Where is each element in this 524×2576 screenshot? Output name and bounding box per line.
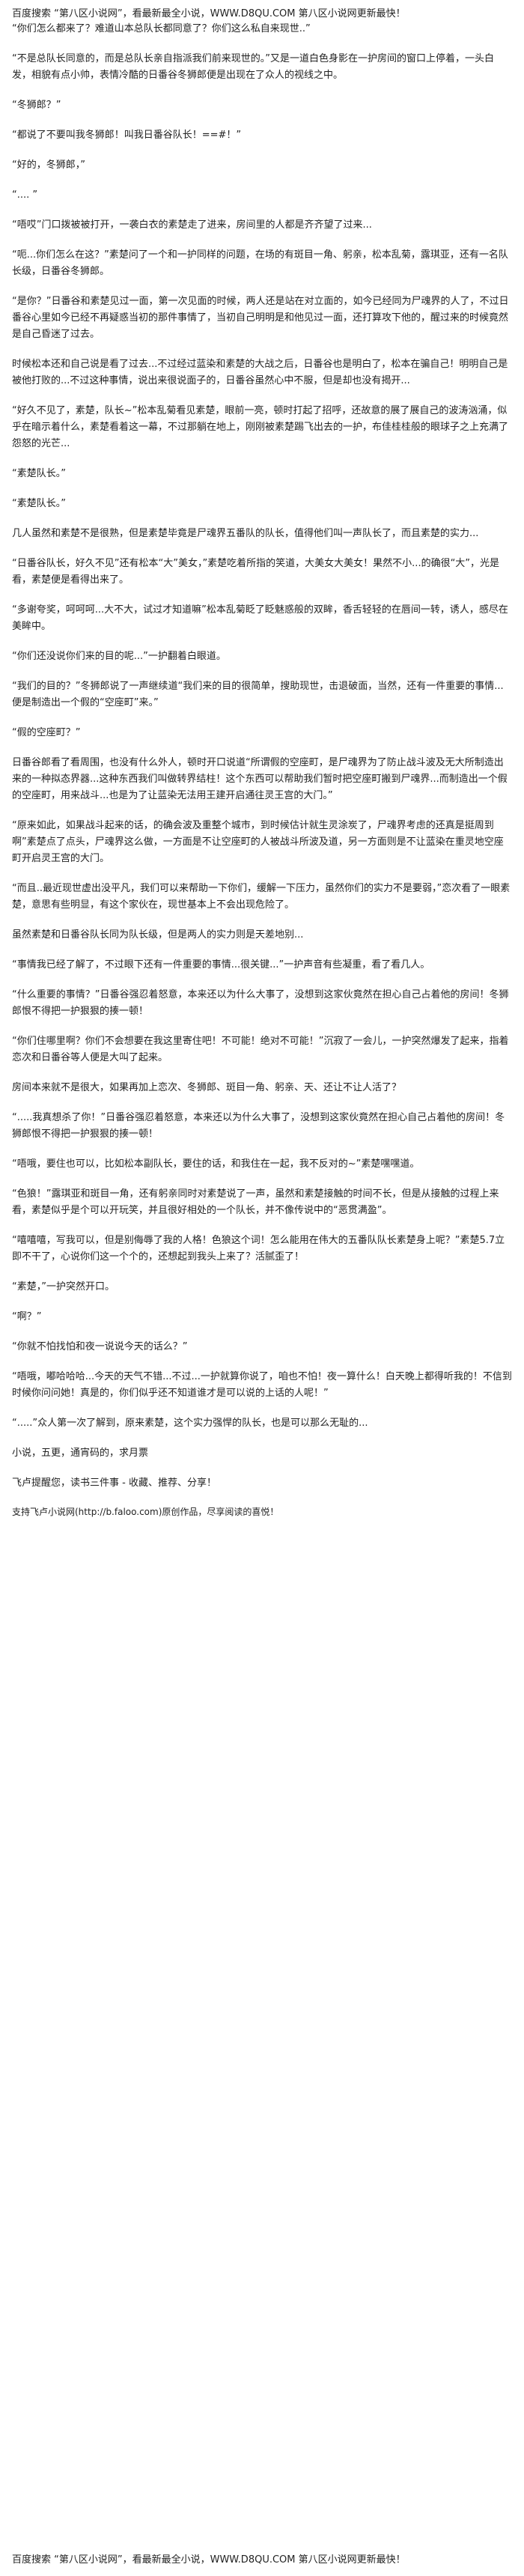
story-paragraph: 虽然素楚和日番谷队长同为队长级，但是两人的实力则是天差地别... bbox=[12, 929, 304, 941]
story-paragraph: 日番谷郎看了看周围，也没有什么外人，顿时开口说道“所谓假的空座町，是尸魂界为了防… bbox=[12, 757, 508, 801]
story-paragraph: 房间本来就不是很大，如果再加上恋次、冬狮郎、斑目一角、躬亲、天、还让不让人活了？ bbox=[12, 1082, 402, 1093]
story-paragraph: “好的，冬狮郎，” bbox=[12, 160, 85, 171]
story-paragraph: “好久不见了，素楚，队长~”松本乱菊看见素楚，眼前一亮，顿时打起了招呼，还故意的… bbox=[12, 405, 509, 449]
reading-reminder: 飞卢提醒您，读书三件事 - 收藏、推荐、分享！ bbox=[12, 1477, 216, 1489]
story-paragraph: “是你？”日番谷和素楚见过一面，第一次见面的时候，两人还是站在对立面的，如今已经… bbox=[12, 296, 509, 340]
story-paragraph: “事情我已经了解了，不过眼下还有一件重要的事情...很关键...”一护声音有些凝… bbox=[12, 959, 430, 970]
story-paragraph: “素楚队长。” bbox=[12, 468, 66, 479]
story-paragraph: “嘻嘻嘻，写我可以，但是别侮辱了我的人格！色狼这个词！怎么能用在伟大的五番队队长… bbox=[12, 1235, 505, 1263]
story-paragraph: “唔哦，嘟哈哈哈...今天的天气不错...不过...一护就算你说了，咱也不怕！夜… bbox=[12, 1371, 512, 1399]
support-note: 支持飞卢小说网(http://b.faloo.com)原创作品，尽享阅读的喜悦！ bbox=[12, 1507, 279, 1517]
story-paragraph: “你们住哪里啊？你们不会想要在我这里寄住吧！不可能！绝对不可能！”沉寂了一会儿，… bbox=[12, 1036, 509, 1063]
story-paragraph: “色狼！”露琪亚和斑目一角，还有躬亲同时对素楚说了一声，虽然和素楚接触的时间不长… bbox=[12, 1188, 499, 1216]
story-paragraph: “而且..最近现世虚出没平凡，我们可以来帮助一下你们，缓解一下压力，虽然你们的实… bbox=[12, 883, 511, 911]
story-paragraph: 几人虽然和素楚不是很熟，但是素楚毕竟是尸魂界五番队的队长，值得他们叫一声队长了，… bbox=[12, 528, 479, 539]
story-paragraph: “不是总队长同意的，而是总队长亲自指派我们前来现世的。”又是一道白色身影在一护房… bbox=[12, 53, 494, 81]
story-paragraph: “唔哎”门口拨被被打开，一袭白衣的素楚走了进来，房间里的人都是齐齐望了过来... bbox=[12, 219, 372, 231]
story-paragraph: “.....”众人第一次了解到，原来素楚，这个实力强悍的队长，也是可以那么无耻的… bbox=[12, 1418, 368, 1429]
story-paragraph: “.... ” bbox=[12, 189, 38, 201]
story-paragraph: “都说了不要叫我冬狮郎！叫我日番谷队长！==#！” bbox=[12, 130, 242, 141]
story-paragraph: “素楚队长。” bbox=[12, 498, 66, 509]
story-paragraph: “.....我真想杀了你！”日番谷强忍着怒意，本来还以为什么大事了，没想到这家伙… bbox=[12, 1112, 505, 1140]
story-paragraph: “多谢夸奖，呵呵呵...大不大，试过才知道嘛”松本乱菊眨了眨魅惑般的双眸，香舌轻… bbox=[12, 604, 508, 632]
chapter-content: “你们怎么都来了？难道山本总队长都同意了？你们这么私自来现世..” “不是总队长同… bbox=[12, 21, 512, 1462]
story-paragraph: 时候松本还和自己说是看了过去...不过经过蓝染和素楚的大战之后，日番谷也是明白了… bbox=[12, 359, 508, 386]
story-paragraph: “什么重要的事情？”日番谷强忍着怒意，本来还以为什么大事了，没想到这家伙竟然在担… bbox=[12, 989, 509, 1017]
story-paragraph: “日番谷队长，好久不见”还有松本“大”美女，”素楚吃着所指的笑道，大美女大美女！… bbox=[12, 558, 500, 586]
story-paragraph: “冬狮郎？” bbox=[12, 100, 61, 111]
story-paragraph: “呃...你们怎么在这？”素楚问了一个和一护同样的问题，在场的有斑目一角、躬亲，… bbox=[12, 249, 508, 277]
story-paragraph: “原来如此，如果战斗起来的话，的确会波及重整个城市，到时候估计就生灵涂炭了，尸魂… bbox=[12, 820, 504, 864]
story-paragraph: “素楚，”一护突然开口。 bbox=[12, 1281, 115, 1292]
story-paragraph: “假的空座町？” bbox=[12, 727, 81, 738]
story-paragraph: “啊？” bbox=[12, 1311, 42, 1322]
story-paragraph: “你们怎么都来了？难道山本总队长都同意了？你们这么私自来现世..” bbox=[12, 23, 311, 34]
top-banner: 百度搜索 “第八区小说网”，看最新最全小说，WWW.D8QU.COM 第八区小说… bbox=[12, 8, 406, 19]
story-paragraph: “你就不怕找怕和夜一说说今天的话么？” bbox=[12, 1341, 188, 1352]
story-paragraph: “我们的目的？”冬狮郎说了一声继续道“我们来的目的很简单，搜助现世，击退破面，当… bbox=[12, 681, 504, 708]
story-paragraph: “唔哦，要住也可以，比如松本副队长，要住的话，和我住在一起，我不反对的~”素楚嘿… bbox=[12, 1158, 420, 1170]
bottom-banner: 百度搜索 “第八区小说网”，看最新最全小说，WWW.D8QU.COM 第八区小说… bbox=[12, 2554, 406, 2566]
story-paragraph: “你们还没说你们来的目的呢...”一护翻着白眼道。 bbox=[12, 651, 226, 662]
story-paragraph: 小说，五更，通宵码的，求月票 bbox=[12, 1448, 149, 1459]
